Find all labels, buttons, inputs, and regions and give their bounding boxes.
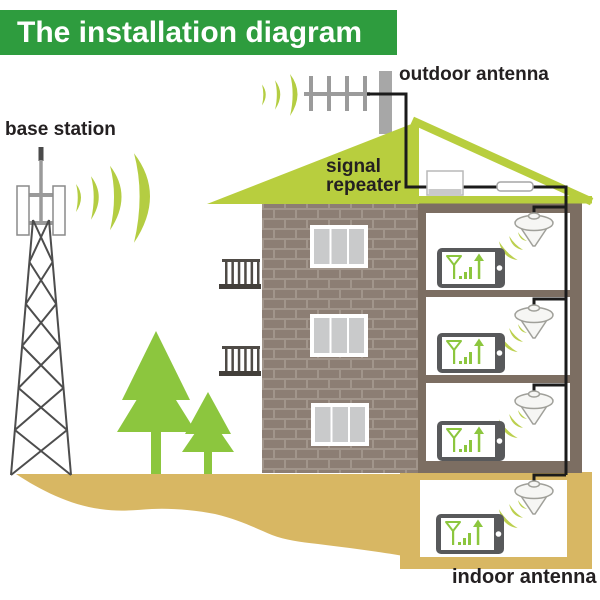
tree-small	[182, 392, 234, 474]
antenna-mast	[379, 71, 392, 134]
window-3	[311, 403, 369, 446]
page-title: The installation diagram	[17, 15, 363, 49]
base-station-tower	[10, 147, 72, 476]
yagi-antenna	[304, 76, 370, 111]
tower-tip	[38, 147, 44, 161]
splitter	[496, 181, 534, 192]
base-station-signal-waves	[76, 153, 150, 243]
balcony-1	[219, 259, 261, 289]
ground	[16, 474, 420, 560]
phone-2	[436, 332, 506, 374]
balcony-2	[219, 346, 261, 376]
label-outdoor-antenna: outdoor antenna	[399, 64, 549, 85]
phone-1	[436, 247, 506, 289]
label-indoor-antenna: indoor antenna	[452, 566, 597, 588]
title-banner: The installation diagram	[0, 10, 397, 55]
label-base-station: base station	[5, 119, 116, 140]
phone-3	[436, 420, 506, 462]
signal-repeater-box	[426, 170, 464, 196]
panel-antenna-left	[16, 185, 30, 236]
outdoor-signal-waves	[262, 74, 298, 116]
window-1	[310, 225, 368, 268]
tower-lattice	[10, 219, 72, 476]
panel-antenna-right	[52, 185, 66, 236]
phone-4	[435, 513, 505, 555]
window-2	[310, 314, 368, 357]
label-signal-repeater: signal repeater	[326, 156, 401, 197]
tree-large	[117, 331, 196, 474]
attic-floor	[416, 196, 592, 204]
